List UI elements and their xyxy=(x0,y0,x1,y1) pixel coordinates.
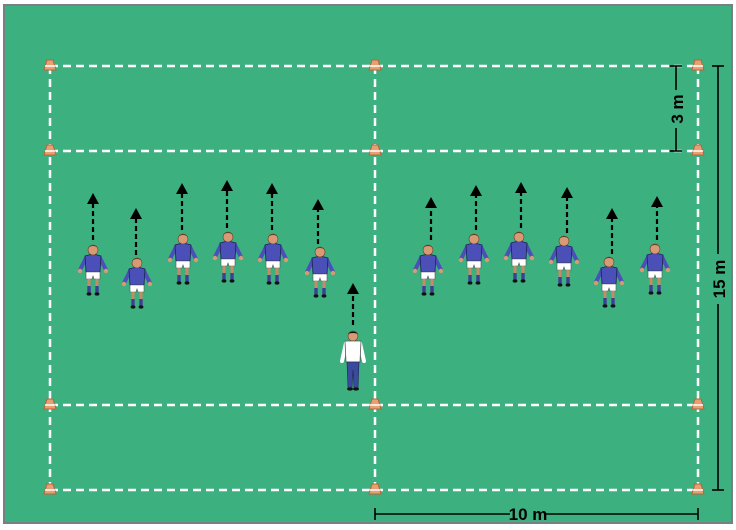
playing-field xyxy=(4,5,732,523)
dimension-label-3m: 3 m xyxy=(668,94,687,123)
dimension-label-10m: 10 m xyxy=(509,505,548,524)
dimension-label-15m: 15 m xyxy=(710,260,729,299)
